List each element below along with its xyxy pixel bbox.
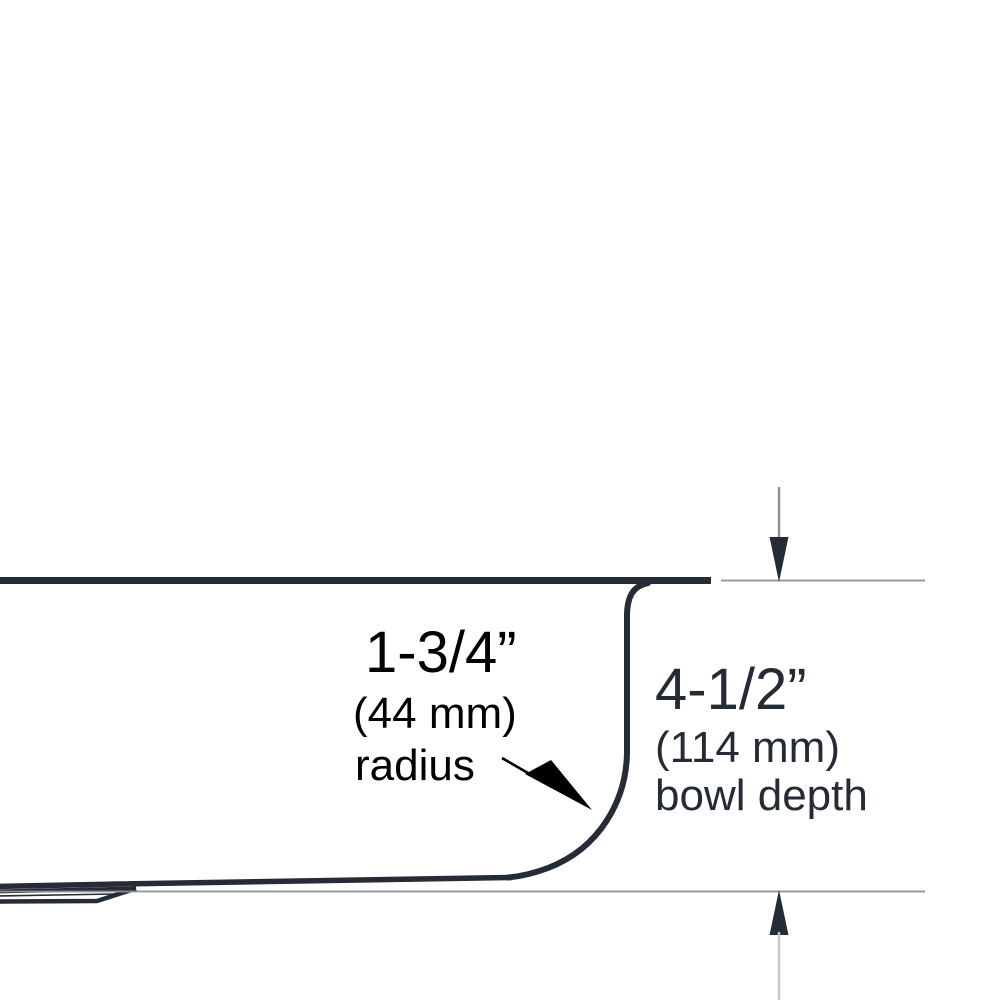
radius-value-inches: 1-3/4” [365,620,517,685]
bowl-depth-value-inches: 4-1/2” [655,657,807,722]
radius-leader-arrowhead-icon [525,760,592,810]
radius-callout: 1-3/4” (44 mm) radius [353,620,517,790]
bowl-depth-caption: bowl depth [655,771,868,820]
bowl-base-ledge [0,886,137,904]
sink-profile-group [0,577,711,904]
bowl-floor-line [0,874,513,890]
radius-leader-arrow [501,756,592,810]
dimension-arrow-up-icon [769,890,789,935]
bowl-depth-dimension-line [769,487,789,1000]
radius-caption: radius [355,741,475,790]
bowl-wall-radius-curve [505,580,651,881]
dimension-arrow-down-icon [769,537,789,582]
bowl-depth-callout: 4-1/2” (114 mm) bowl depth [655,657,868,820]
extension-lines-group [0,579,925,893]
radius-value-mm: (44 mm) [353,689,517,738]
bowl-base-inner-line [0,893,116,897]
bowl-depth-value-mm: (114 mm) [655,723,840,772]
